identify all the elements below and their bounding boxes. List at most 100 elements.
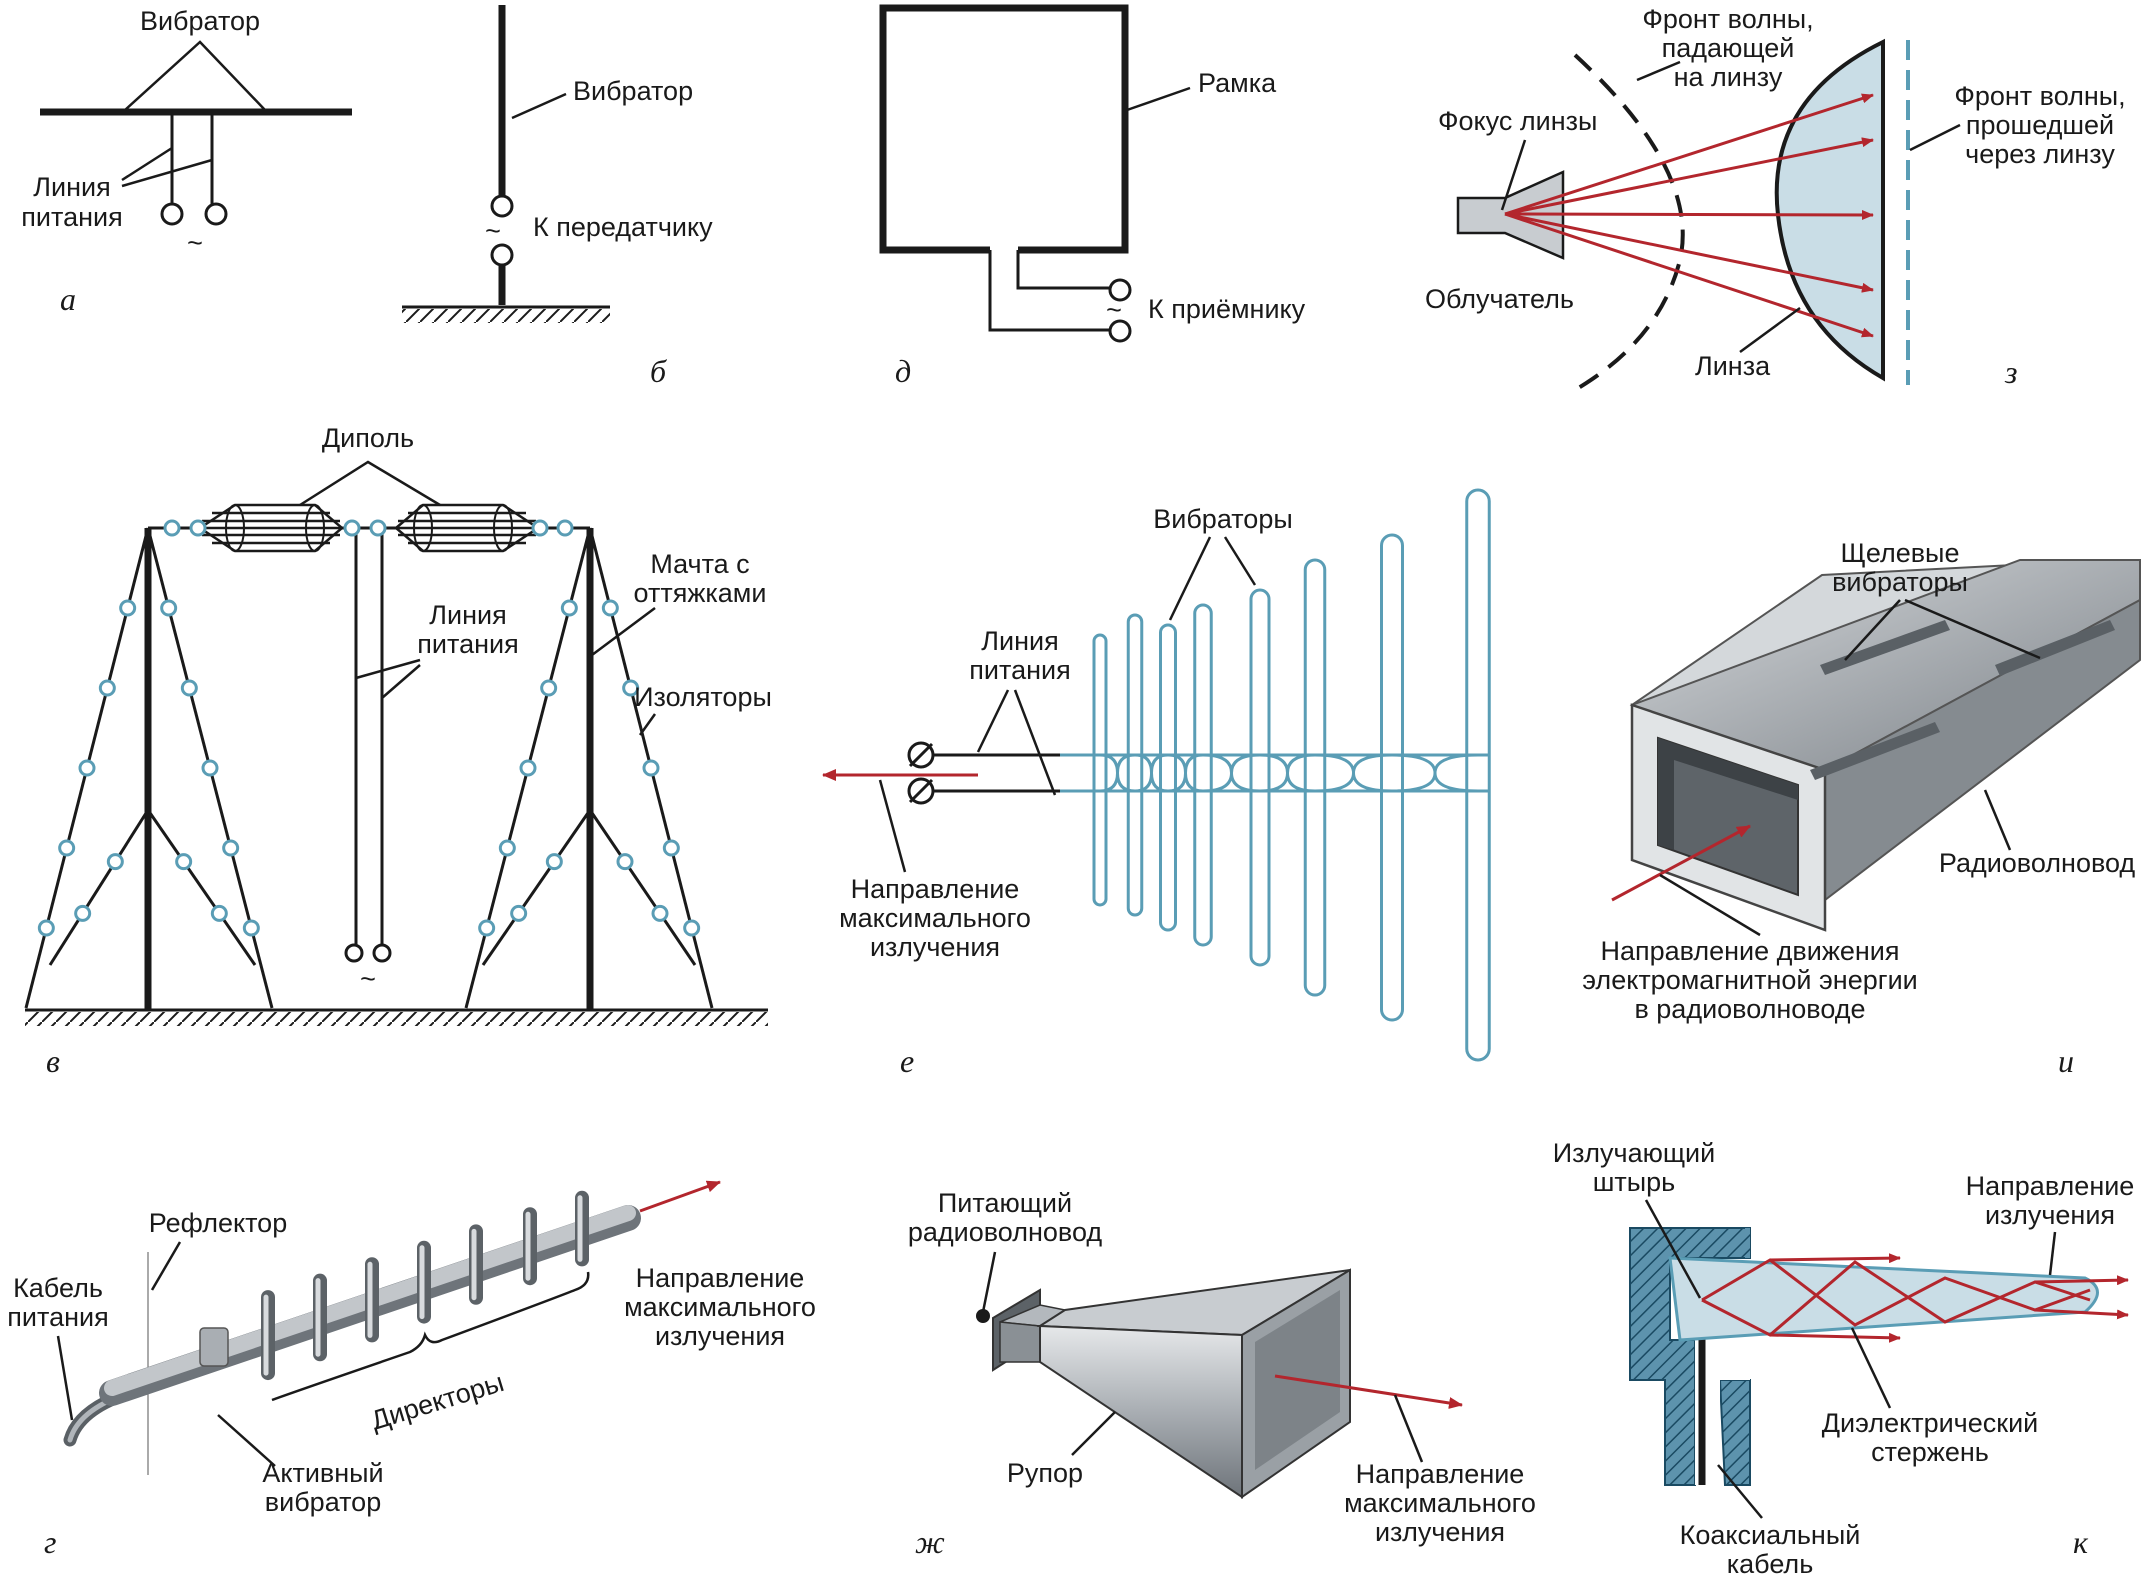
insulator [343, 519, 361, 537]
label-lens: Линза [1695, 351, 1771, 381]
leader [355, 658, 421, 680]
label-active-1: Активный [262, 1458, 383, 1488]
panel-e: Вибраторы Линия питания Направление макс… [822, 488, 1491, 1079]
insulator [601, 599, 619, 617]
terminal [344, 943, 364, 963]
terminal [204, 202, 228, 226]
leader [981, 1251, 997, 1313]
insulator [478, 919, 496, 937]
leader [1126, 86, 1191, 112]
label-to-transmitter: К передатчику [533, 212, 713, 242]
insulator [651, 904, 669, 922]
tilde: ~ [187, 228, 203, 258]
slot [1810, 722, 1940, 780]
insulator [519, 759, 537, 777]
insulator [74, 904, 92, 922]
label-feed-line-1: Линия [33, 172, 110, 202]
label-mast-1: Мачта с [650, 549, 749, 579]
leader [1636, 60, 1681, 82]
leader [591, 606, 656, 657]
slot [1820, 620, 1950, 675]
leader [1909, 123, 1961, 152]
zigzag-ray [1701, 1260, 2091, 1337]
label-cable-1: Кабель [13, 1273, 103, 1303]
label-incident-3: на линзу [1674, 62, 1783, 92]
insulators-group [37, 519, 701, 937]
feed-cross [1099, 753, 1136, 793]
label-direction-1: Направление [851, 874, 1020, 904]
ground-hatch [402, 309, 610, 323]
letter-zh: ж [915, 1524, 945, 1560]
guy [481, 809, 592, 966]
ray [1504, 93, 1874, 216]
insulator [163, 519, 181, 537]
ray-arrow [2034, 1275, 2129, 1286]
leader [511, 92, 567, 120]
terminal [490, 243, 514, 267]
label-passed-3: через линзу [1965, 139, 2115, 169]
label-pin-2: штырь [1593, 1167, 1676, 1197]
label-feed-line-1: Линия [981, 626, 1058, 656]
label-passed-1: Фронт волны, [1954, 81, 2125, 111]
insulator [201, 759, 219, 777]
insulator [106, 853, 124, 871]
housing-top [1745, 1228, 1750, 1258]
leader [124, 40, 266, 111]
label-slots-1: Щелевые [1841, 538, 1960, 568]
label-direction-2: максимального [839, 903, 1031, 933]
directors-group [261, 1190, 589, 1381]
leader [1644, 1199, 1702, 1299]
panel-g: Рефлектор Кабель питания Директоры Актив… [7, 1180, 816, 1560]
active-vibrator-insulator [199, 1327, 229, 1367]
label-waveguide: Радиоволновод [1939, 848, 2136, 878]
insulator [560, 599, 578, 617]
insulator [498, 839, 516, 857]
insulator [545, 853, 563, 871]
label-coax-2: кабель [1727, 1549, 1814, 1575]
leader [1168, 536, 1212, 621]
feed-cross [1134, 753, 1169, 793]
dielectric-rod [1668, 1256, 2099, 1342]
label-cable-2: питания [7, 1302, 108, 1332]
feed-cross [1391, 753, 1479, 793]
leader [1500, 139, 1527, 211]
ground-hatch [25, 1012, 768, 1026]
insulator [242, 919, 260, 937]
letter-v: в [46, 1043, 60, 1079]
panel-a: Вибратор Линия питания ~ а [21, 6, 352, 317]
label-feeding-2: радиоволновод [908, 1217, 1102, 1247]
guy [48, 809, 150, 966]
terminal [490, 194, 514, 218]
feed-cross [1167, 753, 1204, 793]
leader [121, 158, 213, 188]
terminal [1108, 319, 1132, 343]
label-direction-2: максимального [1344, 1488, 1536, 1518]
leader [976, 689, 1010, 753]
label-rod-1: Диэлектрический [1822, 1408, 2038, 1438]
feed-cross [1202, 753, 1261, 793]
label-frame: Рамка [1198, 68, 1277, 98]
slot [1995, 620, 2115, 676]
coax-channel [1670, 1340, 1750, 1485]
letter-g: г [44, 1524, 56, 1560]
panel-b: ~ Вибратор К передатчику б [402, 5, 713, 389]
panel-zh: Питающий радиоволновод Рупор Направление… [908, 1188, 1536, 1560]
insulator [531, 519, 549, 537]
leader [1659, 873, 1761, 937]
insulator [510, 904, 528, 922]
letter-e: е [900, 1043, 914, 1079]
insulator [616, 853, 634, 871]
label-direction-2: максимального [624, 1292, 816, 1322]
label-rod-2: стержень [1871, 1437, 1989, 1467]
label-to-receiver: К приёмнику [1148, 294, 1306, 324]
leader [150, 1241, 182, 1291]
insulator [175, 853, 193, 871]
leader [878, 779, 907, 873]
ray [1504, 137, 1874, 216]
label-feed-line-2: питания [417, 629, 518, 659]
label-pin-1: Излучающий [1553, 1138, 1715, 1168]
label-slots-2: вибраторы [1832, 567, 1968, 597]
vibrator-element [1126, 613, 1144, 917]
ray-arrow [1769, 1332, 1901, 1343]
ray [1504, 212, 1874, 338]
